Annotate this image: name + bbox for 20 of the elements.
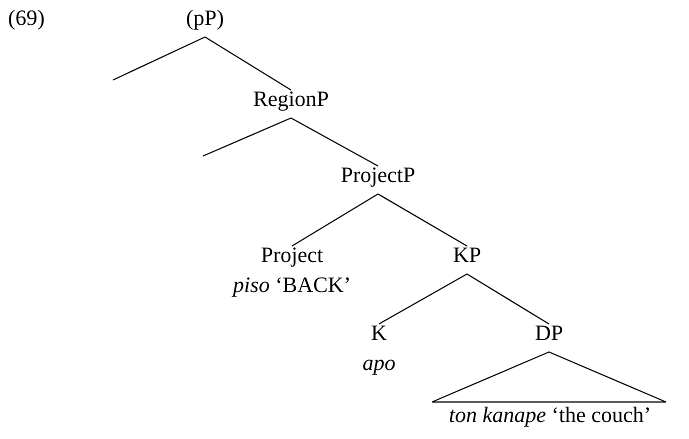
tree-branch (112, 36, 206, 81)
node-label: ton kanape ‘the couch’ (448, 401, 652, 429)
node-label: RegionP (253, 85, 329, 113)
node-label: Project (260, 241, 324, 269)
node-label: KP (452, 241, 482, 269)
tree-branch (466, 273, 550, 325)
example-number: (69) (8, 4, 45, 32)
tree-branch (292, 193, 378, 247)
constituent-triangle (431, 351, 667, 403)
tree-branch (290, 117, 378, 167)
tree-branch (204, 36, 292, 91)
tree-branch (378, 273, 468, 325)
tree-branch (202, 117, 292, 157)
gloss-text: apo (362, 349, 396, 377)
tree-branch (378, 193, 468, 247)
node-label: DP (534, 319, 564, 347)
node-label: ProjectP (340, 161, 416, 189)
node-label: (pP) (186, 4, 224, 32)
node-label: K (371, 319, 387, 347)
gloss-text: piso ‘BACK’ (233, 271, 351, 299)
